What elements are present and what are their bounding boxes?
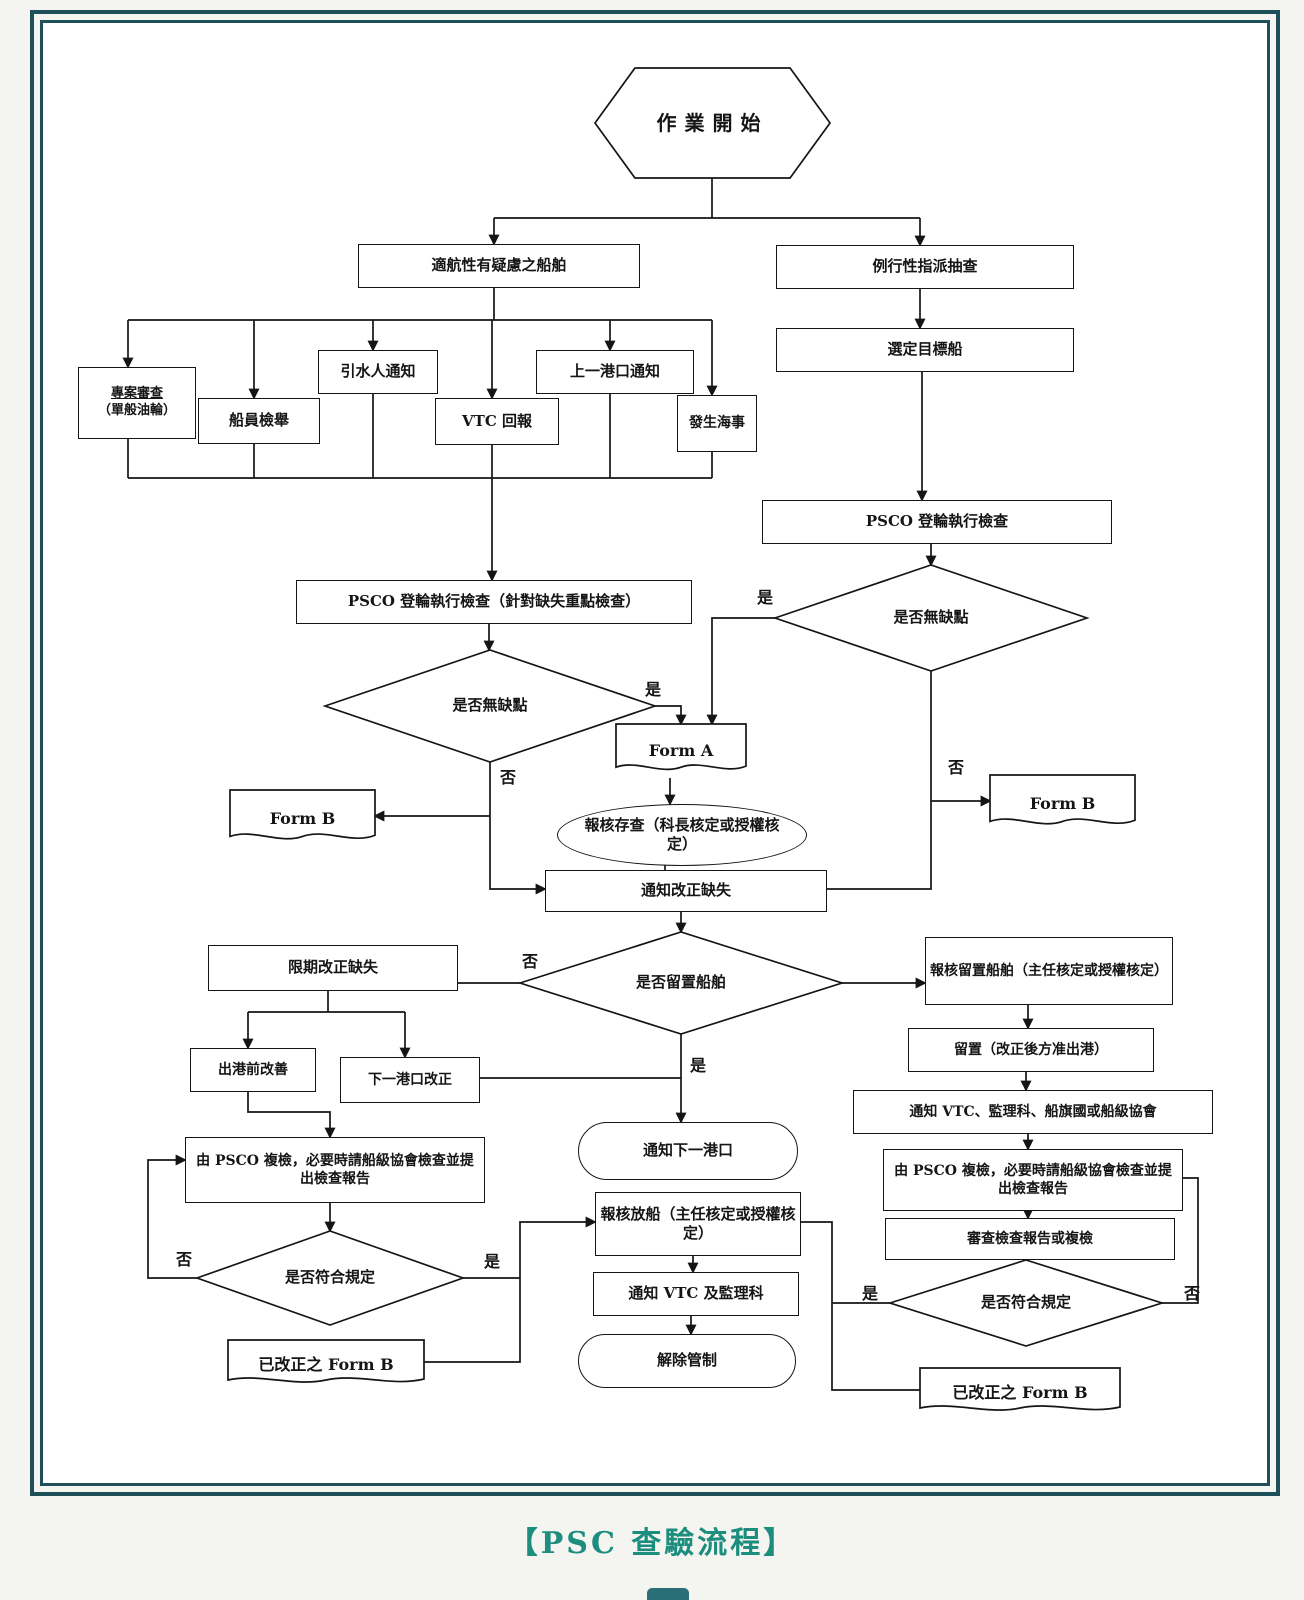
node-release-control: 解除管制 xyxy=(578,1334,796,1388)
psco-inspect-left-label: PSCO 登輪執行檢查（針對缺失重點檢查） xyxy=(347,592,641,611)
node-routine-spot-check: 例行性指派抽查 xyxy=(776,245,1074,289)
node-report-file: 報核存查（科長核定或授權核定） xyxy=(557,804,807,866)
doc-form-b-right: Form B xyxy=(990,775,1135,833)
node-routine-label: 例行性指派抽查 xyxy=(872,257,978,276)
detain-decision-label: 是否留置船舶 xyxy=(635,973,726,992)
report-detain-label: 報核留置船舶（主任核定或授權核定） xyxy=(930,962,1168,979)
node-report-release: 報核放船（主任核定或授權核定） xyxy=(595,1192,801,1256)
special-review-line1: 專案審查 xyxy=(110,386,163,402)
form-b-right-label: Form B xyxy=(1029,793,1096,813)
doc-corrected-form-b-left: 已改正之 Form B xyxy=(228,1340,424,1390)
decision-comply-left: 是否符合規定 xyxy=(197,1231,463,1325)
node-seaworthiness-doubt: 適航性有疑慮之船舶 xyxy=(358,244,640,288)
node-crew-report: 船員檢舉 xyxy=(198,398,320,444)
document-shape xyxy=(228,1340,424,1390)
edge-label-yes-no-defect-right: 是 xyxy=(757,588,774,607)
decision-no-defect-left: 是否無缺點 xyxy=(325,650,655,762)
node-psco-inspect-left: PSCO 登輪執行檢查（針對缺失重點檢查） xyxy=(296,580,692,624)
deadline-correct-label: 限期改正缺失 xyxy=(287,958,378,977)
node-psco-recheck-right: 由 PSCO 複檢，必要時請船級協會檢查並提出檢查報告 xyxy=(883,1149,1183,1211)
notify-vtc-supervision-label: 通知 VTC 及監理科 xyxy=(628,1284,764,1303)
edge-label-no-no-defect-right: 否 xyxy=(948,758,965,777)
doc-form-a: Form A xyxy=(616,724,746,778)
decision-no-defect-right: 是否無缺點 xyxy=(775,565,1087,671)
no-defect-right-label: 是否無缺點 xyxy=(893,608,969,627)
notify-correct-label: 通知改正缺失 xyxy=(640,881,731,900)
pilot-notify-label: 引水人通知 xyxy=(340,362,416,381)
node-marine-casualty: 發生海事 xyxy=(677,395,757,452)
release-control-label: 解除管制 xyxy=(656,1351,717,1370)
decision-comply-right: 是否符合規定 xyxy=(890,1260,1162,1346)
next-port-correct-label: 下一港口改正 xyxy=(368,1071,452,1088)
form-a-label: Form A xyxy=(648,740,714,760)
document-shape xyxy=(616,724,746,778)
notify-vtc-flag-label: 通知 VTC、監理科、船旗國或船級協會 xyxy=(909,1103,1157,1120)
edge-label-no-detain: 否 xyxy=(522,952,539,971)
special-review-line2: （單般油輪） xyxy=(97,403,176,418)
corrected-form-b-right-label: 已改正之 Form B xyxy=(952,1382,1088,1402)
node-vtc-report: VTC 回報 xyxy=(435,398,559,445)
edge-label-no-comply-right: 否 xyxy=(1184,1284,1201,1303)
edge-label-yes-comply-left: 是 xyxy=(484,1252,501,1271)
node-notify-correct: 通知改正缺失 xyxy=(545,870,827,912)
node-deadline-correct: 限期改正缺失 xyxy=(208,945,458,991)
decision-detain-ship: 是否留置船舶 xyxy=(520,932,842,1034)
node-psco-recheck-left: 由 PSCO 複檢，必要時請船級協會檢查並提出檢查報告 xyxy=(185,1137,485,1203)
edge-label-yes-detain: 是 xyxy=(690,1056,707,1075)
node-seaworthiness-label: 適航性有疑慮之船舶 xyxy=(431,256,567,275)
detention-label: 留置（改正後方准出港） xyxy=(954,1041,1108,1058)
target-select-label: 選定目標船 xyxy=(887,340,963,359)
node-next-port-correct: 下一港口改正 xyxy=(340,1057,480,1103)
node-notify-next-port: 通知下一港口 xyxy=(578,1122,798,1180)
node-report-detain: 報核留置船舶（主任核定或授權核定） xyxy=(925,937,1173,1005)
doc-corrected-form-b-right: 已改正之 Form B xyxy=(920,1368,1120,1418)
node-detention: 留置（改正後方准出港） xyxy=(908,1028,1154,1072)
edge-label-no-comply-left: 否 xyxy=(176,1250,193,1269)
node-psco-inspect-right: PSCO 登輪執行檢查 xyxy=(762,500,1112,544)
crew-report-label: 船員檢舉 xyxy=(228,411,289,430)
form-b-left-label: Form B xyxy=(269,808,336,828)
diamond-shape xyxy=(325,650,655,762)
doc-form-b-left: Form B xyxy=(230,790,375,848)
marine-casualty-label: 發生海事 xyxy=(689,415,745,432)
comply-right-label: 是否符合規定 xyxy=(980,1293,1071,1312)
node-before-departure: 出港前改善 xyxy=(190,1048,316,1092)
psco-recheck-left-label: 由 PSCO 複檢，必要時請船級協會檢查並提出檢查報告 xyxy=(196,1152,474,1187)
report-release-label: 報核放船（主任核定或授權核定） xyxy=(600,1204,796,1243)
node-special-review: 專案審查 （單般油輪） xyxy=(78,367,196,439)
diamond-shape xyxy=(520,932,842,1034)
no-defect-left-label: 是否無缺點 xyxy=(452,696,528,715)
notify-next-port-label: 通知下一港口 xyxy=(642,1141,733,1160)
psco-inspect-right-label: PSCO 登輪執行檢查 xyxy=(865,512,1009,531)
corrected-form-b-left-label: 已改正之 Form B xyxy=(258,1354,394,1374)
document-shape xyxy=(230,790,375,848)
review-report-label: 審查檢查報告或複檢 xyxy=(967,1230,1093,1247)
edge-label-yes-comply-right: 是 xyxy=(862,1284,879,1303)
comply-left-label: 是否符合規定 xyxy=(284,1268,375,1287)
node-target-select: 選定目標船 xyxy=(776,328,1074,372)
diamond-shape xyxy=(890,1260,1162,1346)
bottom-decoration xyxy=(647,1588,689,1600)
document-shape xyxy=(990,775,1135,833)
node-pilot-notify: 引水人通知 xyxy=(318,350,438,394)
diamond-shape xyxy=(775,565,1087,671)
report-file-label: 報核存查（科長核定或授權核定） xyxy=(584,815,780,854)
node-notify-vtc-supervision: 通知 VTC 及監理科 xyxy=(593,1272,799,1316)
edge-label-no-no-defect-left: 否 xyxy=(500,768,517,787)
node-start-label: 作業開始 xyxy=(656,111,769,135)
edge-label-yes-no-defect-left: 是 xyxy=(645,680,662,699)
node-review-report: 審查檢查報告或複檢 xyxy=(885,1218,1175,1260)
psco-recheck-right-label: 由 PSCO 複檢，必要時請船級協會檢查並提出檢查報告 xyxy=(894,1162,1172,1197)
node-notify-vtc-flag-state: 通知 VTC、監理科、船旗國或船級協會 xyxy=(853,1090,1213,1134)
diamond-shape xyxy=(197,1231,463,1325)
vtc-report-label: VTC 回報 xyxy=(462,411,532,430)
hexagon-shape xyxy=(595,68,830,178)
document-shape xyxy=(920,1368,1120,1418)
node-prev-port-notify: 上一港口通知 xyxy=(536,350,694,394)
page-title: 【PSC 查驗流程】 xyxy=(507,1526,797,1561)
before-departure-label: 出港前改善 xyxy=(218,1061,288,1078)
prev-port-notify-label: 上一港口通知 xyxy=(569,362,660,381)
node-start: 作業開始 xyxy=(595,68,830,178)
